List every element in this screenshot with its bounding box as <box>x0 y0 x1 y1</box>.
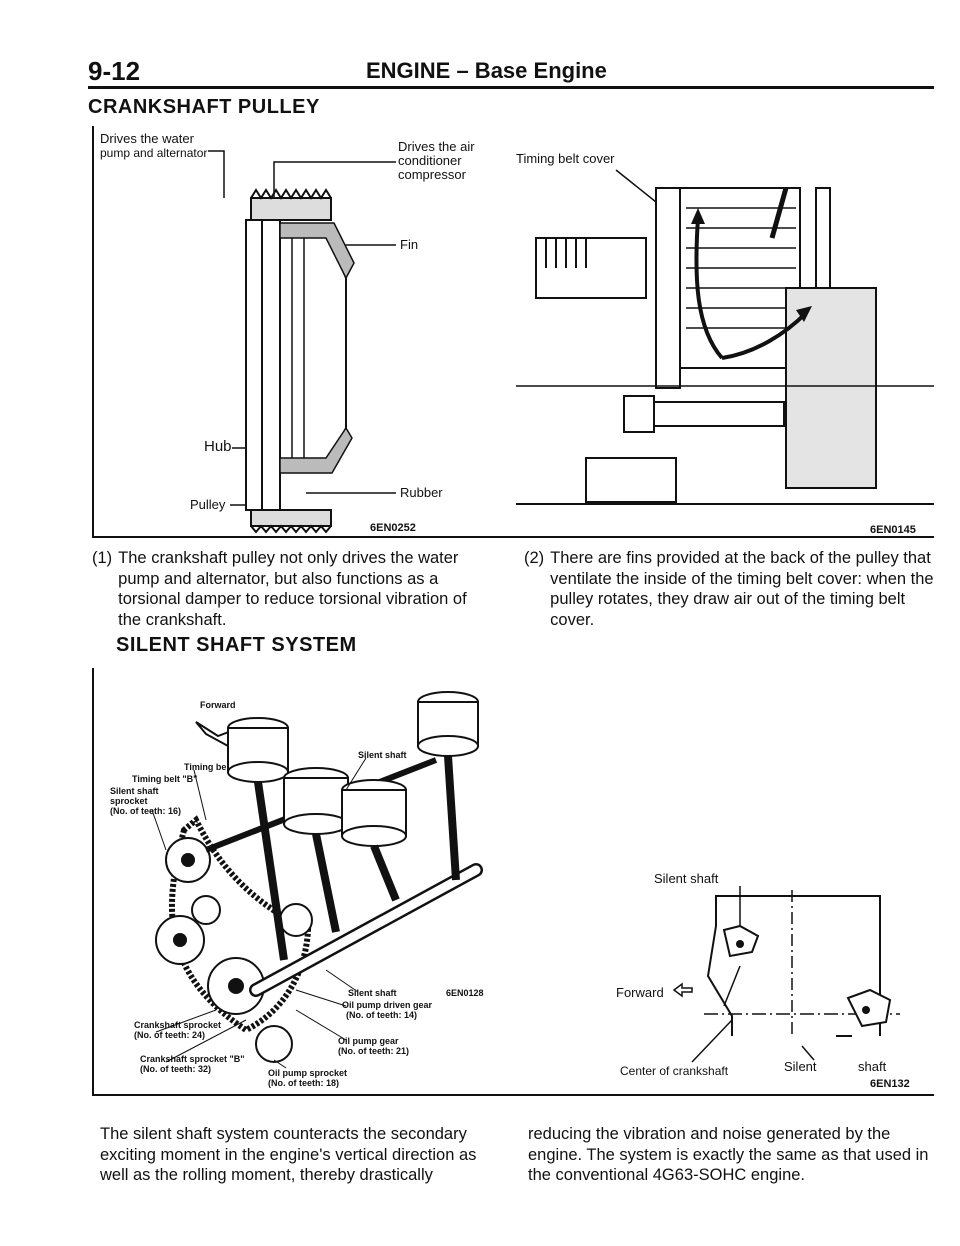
paragraph-1-text: The crankshaft pulley not only drives th… <box>118 549 467 629</box>
label-silent-sprocket-2: sprocket <box>110 796 148 806</box>
timing-cover-drawing <box>516 169 934 505</box>
paragraph-2: (2) There are fins provided at the back … <box>524 548 936 630</box>
figure-crankshaft-pulley: Drives the water pump and alternator Dri… <box>96 128 516 536</box>
figure-silent-shaft-system: Forward Silent shaft Timing belt Timing … <box>96 670 546 1092</box>
figure-silent-shaft-detail: Silent shaft Forward Center of crankshaf… <box>616 866 936 1092</box>
label-silent-shaft-top: Silent shaft <box>358 750 407 760</box>
label-silent-sprocket-1: Silent shaft <box>110 786 159 796</box>
label-timing-belt-cover: Timing belt cover <box>516 151 615 166</box>
page-number: 9-12 <box>88 56 141 86</box>
label-timing-belt: Timing belt <box>184 762 232 772</box>
figure-frame-left-2 <box>92 668 94 1096</box>
label-crank-sprocket-1: Crankshaft sprocket <box>134 1020 222 1030</box>
label-oil-gear-1: Oil pump gear <box>338 1036 399 1046</box>
paragraph-2-number: (2) <box>524 549 545 567</box>
label-drives-water: Drives the water <box>100 131 194 146</box>
page-title: ENGINE – Base Engine <box>366 58 607 83</box>
figure-code-6en132: 6EN132 <box>870 1078 910 1090</box>
label-rubber: Rubber <box>400 485 443 500</box>
label-oil-gear-2: (No. of teeth: 21) <box>338 1046 409 1056</box>
label-crank-sprocket-b-1: Crankshaft sprocket "B" <box>140 1054 245 1064</box>
label-silent-shaft-bottom: Silent shaft <box>348 988 397 998</box>
silent-shaft-drawing <box>151 691 483 1069</box>
label-silent-shaft: Silent shaft <box>654 871 719 886</box>
label-pulley: Pulley <box>190 497 226 512</box>
paragraph-silent-right: reducing the vibration and noise generat… <box>528 1125 929 1184</box>
header-rule <box>88 86 934 89</box>
label-pump-alternator: pump and alternator <box>100 146 208 160</box>
label-oil-sprocket-2: (No. of teeth: 18) <box>268 1078 339 1088</box>
paragraph-1: (1) The crankshaft pulley not only drive… <box>92 548 494 630</box>
label-forward-small: Forward <box>200 700 236 710</box>
label-timing-belt-b: Timing belt "B" <box>132 774 198 784</box>
label-oil-driven-1: Oil pump driven gear <box>342 1000 433 1010</box>
label-oil-driven-2: (No. of teeth: 14) <box>346 1010 417 1020</box>
figure-frame-bottom-2 <box>92 1094 934 1096</box>
label-forward: Forward <box>616 985 664 1000</box>
label-crank-sprocket-2: (No. of teeth: 24) <box>134 1030 205 1040</box>
section-title-silent-shaft: SILENT SHAFT SYSTEM <box>116 634 357 656</box>
figure-code-6en0128: 6EN0128 <box>446 988 484 998</box>
paragraph-2-text: There are fins provided at the back of t… <box>550 549 934 629</box>
label-fin: Fin <box>400 237 419 252</box>
figure-timing-belt-cover: Timing belt cover 6EN0145 <box>516 128 934 536</box>
silent-shaft-detail-drawing <box>672 886 900 1063</box>
label-center-crankshaft: Center of crankshaft <box>620 1064 729 1078</box>
label-hub: Hub <box>204 438 232 455</box>
figure-frame-left <box>92 126 94 538</box>
label-drives-air: Drives the air <box>398 139 475 154</box>
label-silent: Silent <box>784 1059 817 1074</box>
figure-frame-bottom <box>92 536 934 538</box>
label-conditioner: conditioner <box>398 153 462 168</box>
paragraph-silent-left: The silent shaft system counteracts the … <box>100 1125 477 1184</box>
label-silent-sprocket-3: (No. of teeth: 16) <box>110 806 181 816</box>
label-shaft: shaft <box>858 1059 887 1074</box>
paragraph-1-number: (1) <box>92 549 113 567</box>
figure-code-6en0145: 6EN0145 <box>870 524 916 536</box>
section-title-crankshaft-pulley: CRANKSHAFT PULLEY <box>88 96 320 118</box>
figure-code-6en0252: 6EN0252 <box>370 522 416 534</box>
label-compressor: compressor <box>398 167 466 182</box>
pulley-drawing <box>208 150 396 534</box>
label-oil-sprocket-1: Oil pump sprocket <box>268 1068 348 1078</box>
label-crank-sprocket-b-2: (No. of teeth: 32) <box>140 1064 211 1074</box>
